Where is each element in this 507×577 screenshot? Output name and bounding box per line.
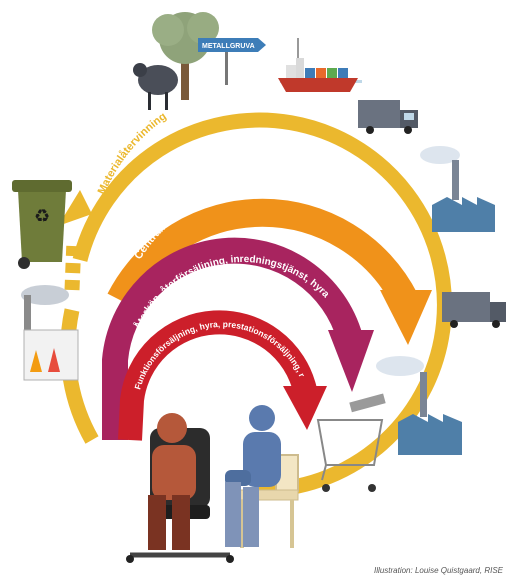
- recycle-symbol-icon: ♻: [34, 206, 50, 226]
- cargo-ship-icon: [278, 38, 362, 92]
- waste-plant-icon: [21, 285, 79, 381]
- recycling-bin-icon: ♻: [12, 180, 72, 269]
- renovering-arc: [107, 198, 432, 345]
- factory-icon: [420, 146, 495, 232]
- person-icon: [148, 413, 196, 550]
- signpost-icon: METALLGRUVA: [198, 38, 266, 85]
- truck-icon: [358, 100, 418, 134]
- material-arrowhead: [58, 190, 92, 226]
- shopping-cart-icon: [316, 393, 386, 492]
- truck-icon: [442, 292, 506, 328]
- factory-icon: [376, 356, 462, 455]
- sheep-icon: [133, 63, 178, 110]
- illustration-credit: Illustration: Louise Quistgaard, RISE: [374, 566, 503, 575]
- funktion-arc: [118, 310, 327, 441]
- wooden-chair-icon: [235, 454, 299, 548]
- mine-sign-label: METALLGRUVA: [202, 43, 255, 50]
- aterkop-arc: [102, 237, 374, 440]
- person-icon: [225, 405, 281, 547]
